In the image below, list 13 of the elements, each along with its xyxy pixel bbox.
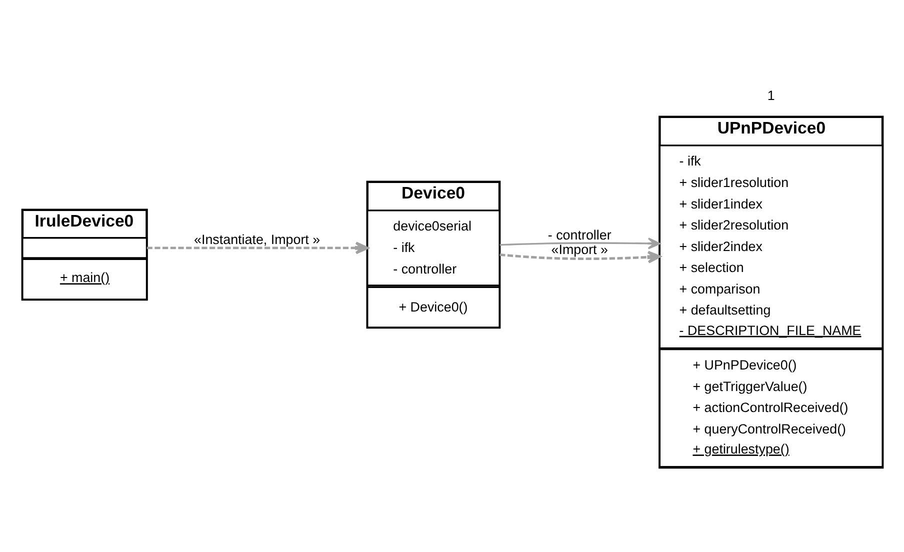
edge-label: «Instantiate, Import » — [194, 232, 320, 247]
arrow — [499, 237, 660, 249]
edge-label: «Import » — [550, 242, 608, 257]
node-box: + UPnPDevice0() + getTriggerValue() + actionControlReceived() + queryControlReceived() + getirulestype() — [658, 348, 883, 468]
node-box: device0serial - ifk - controller — [366, 209, 500, 286]
node-box: + main() — [21, 258, 148, 300]
arrow — [146, 241, 368, 254]
label: 1 — [766, 88, 774, 103]
node-box: + Device0() — [366, 286, 500, 328]
node-box — [21, 236, 148, 258]
edge-label: - controller — [547, 227, 611, 242]
arrow — [499, 250, 660, 263]
node-box: - ifk + slider1resolution + slider1index + slider2resolution + slider2index + selection + comparison + defaultsetting - DESCRIPTION_FILE_NAME — [658, 144, 883, 349]
